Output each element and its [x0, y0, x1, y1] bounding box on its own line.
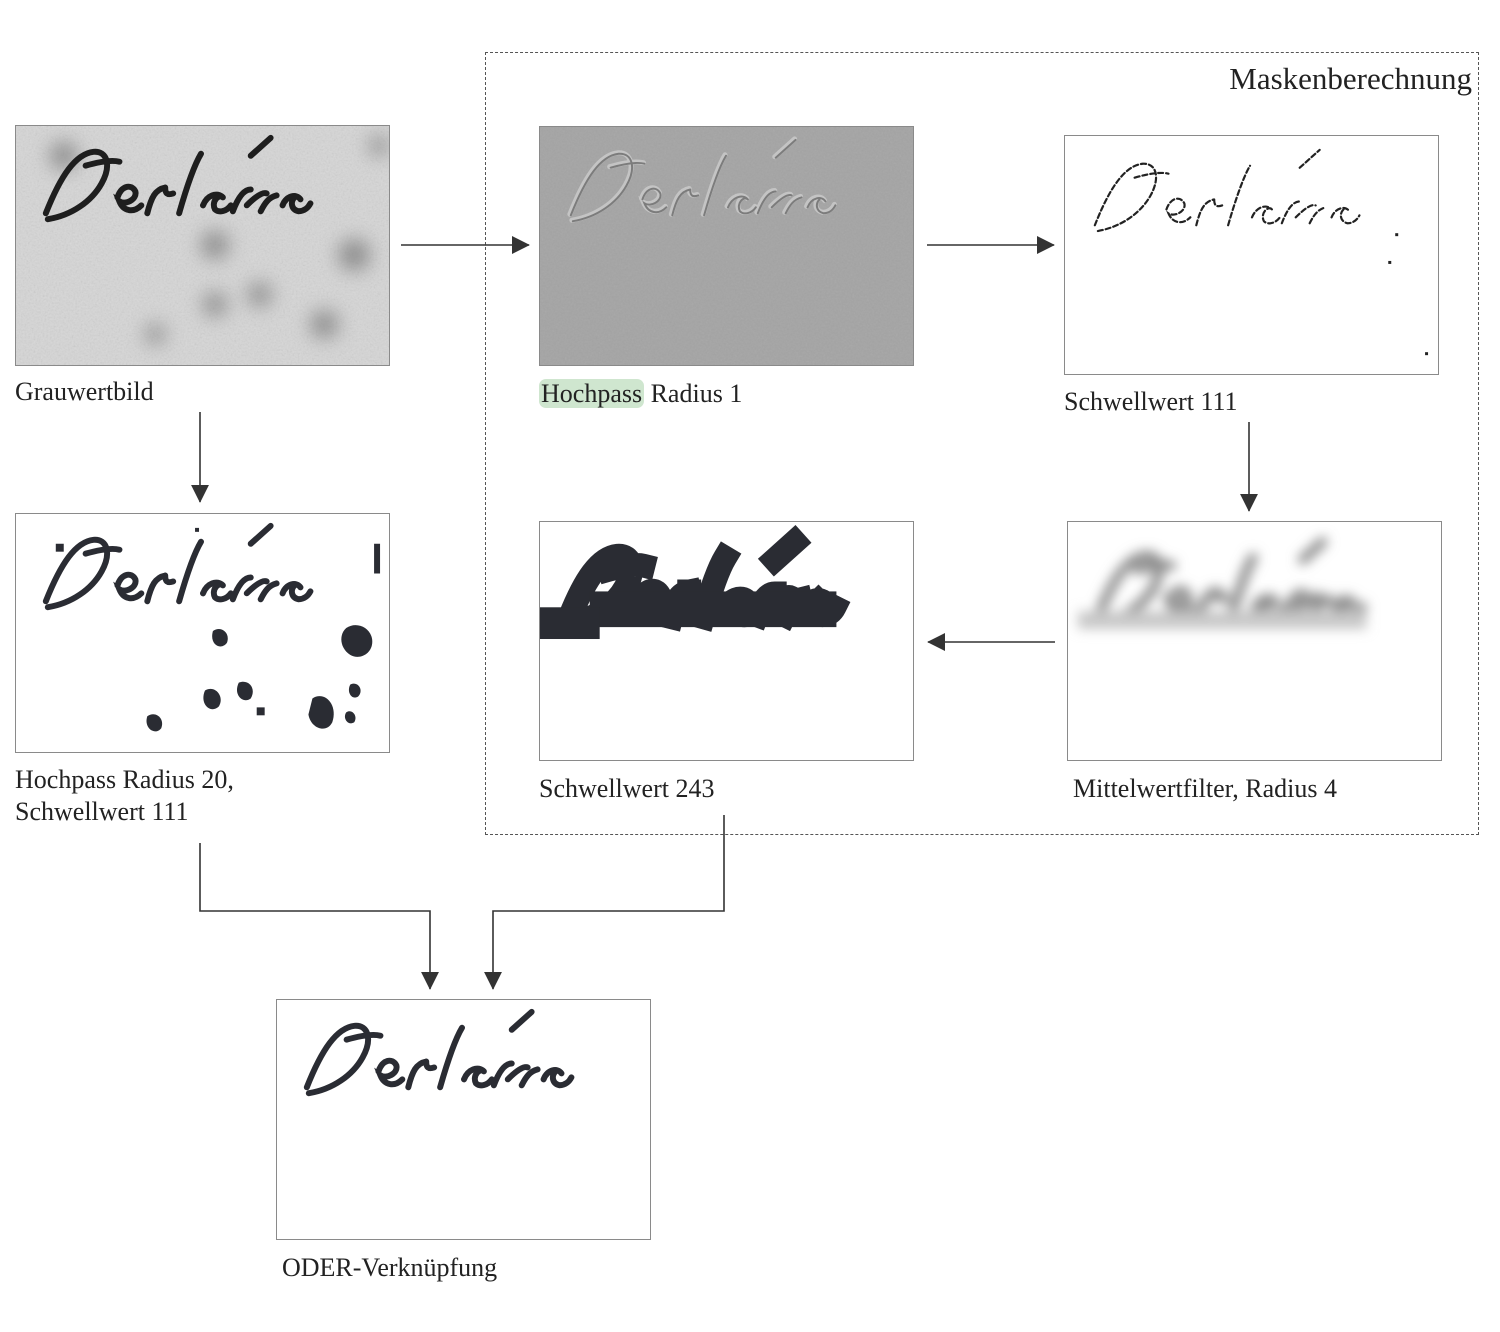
highpass-r1-caption-rest: Radius 1: [644, 379, 743, 408]
mean-filter-image: [1068, 522, 1441, 760]
grayscale-handwriting-image: [16, 126, 389, 365]
threshold-111-caption: Schwellwert 111: [1064, 387, 1238, 416]
highpass-r1-image: [540, 127, 913, 365]
or-combination-image: [277, 1000, 650, 1239]
highpass-r1-caption: Hochpass Radius 1: [539, 378, 742, 410]
arrow-highpass20-to-or: [199, 843, 439, 990]
highpass-r20-threshold-image: [16, 514, 389, 752]
mask-computation-group: Maskenberechnung: [485, 52, 1479, 835]
or-combination-panel: [276, 999, 651, 1240]
grayscale-image-panel: [15, 125, 390, 366]
threshold-243-image: [540, 522, 913, 760]
or-combination-caption: ODER-Verknüpfung: [282, 1253, 498, 1282]
threshold-243-caption: Schwellwert 243: [539, 774, 715, 803]
threshold-243-panel: [539, 521, 914, 761]
highpass-r20-threshold-panel: [15, 513, 390, 753]
grayscale-caption: Grauwertbild: [15, 377, 154, 406]
highpass-r20-caption-line2: Schwellwert 111: [15, 797, 189, 826]
mean-filter-panel: [1067, 521, 1442, 761]
threshold-111-panel: [1064, 135, 1439, 375]
mask-computation-title: Maskenberechnung: [1229, 61, 1472, 96]
arrow-threshold243-to-or: [484, 815, 725, 990]
highpass-r20-caption-line1: Hochpass Radius 20,: [15, 765, 234, 794]
threshold-111-image: [1065, 136, 1438, 374]
highlighted-word: Hochpass: [539, 379, 645, 408]
highpass-r1-panel: [539, 126, 914, 366]
mean-filter-caption: Mittelwertfilter, Radius 4: [1073, 774, 1337, 803]
